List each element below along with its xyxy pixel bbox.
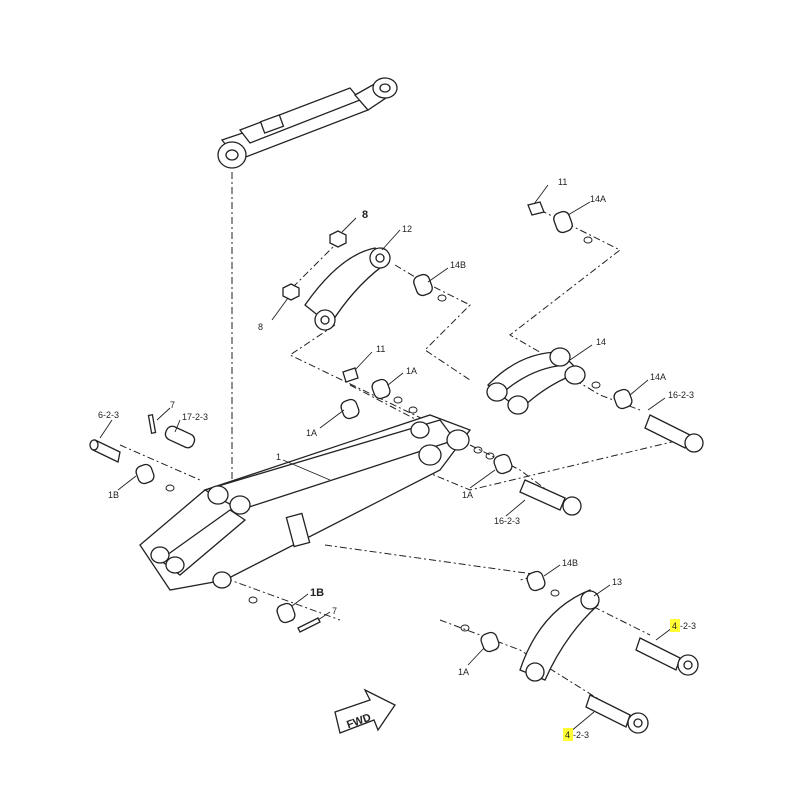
label-8-top: 8 <box>362 209 368 221</box>
label-16-2-3-center: 16-2-3 <box>494 516 520 526</box>
callout-labels: 8 12 14B 8 11 14A 11 1A 1A 1 14 14A 16-2… <box>98 177 696 741</box>
label-7-bottom: 7 <box>332 606 337 616</box>
plate-13 <box>519 589 600 682</box>
label-1b-bottom: 1B <box>310 587 324 599</box>
callout-lower-suffix: -2-3 <box>573 730 589 740</box>
label-14a-top: 14A <box>590 194 606 204</box>
label-11-top: 11 <box>558 177 567 187</box>
callout-upper-suffix: -2-3 <box>680 621 696 631</box>
label-14: 14 <box>596 337 606 347</box>
label-16-2-3-right: 16-2-3 <box>668 390 694 400</box>
label-1: 1 <box>276 452 281 462</box>
hydraulic-cylinder <box>217 77 398 169</box>
bushings <box>135 201 633 653</box>
label-7-top: 7 <box>170 400 175 410</box>
label-1b-left: 1B <box>108 490 119 500</box>
link-14 <box>486 347 586 415</box>
label-8-left: 8 <box>258 322 263 332</box>
label-6-2-3: 6-2-3 <box>98 410 119 420</box>
callout-upper-num: 4 <box>672 621 677 631</box>
highlight-upper <box>670 619 680 632</box>
main-frame-1 <box>139 414 472 591</box>
label-1a-center: 1A <box>462 490 473 500</box>
leader-lines <box>99 184 673 733</box>
label-12: 12 <box>402 224 412 234</box>
label-1a-left: 1A <box>306 428 317 438</box>
label-14b-top: 14B <box>450 260 466 270</box>
pins <box>89 414 704 734</box>
label-14a-right: 14A <box>650 372 666 382</box>
label-17-2-3: 17-2-3 <box>182 412 208 422</box>
label-1a-mid: 1A <box>406 366 417 376</box>
label-1a-bottom: 1A <box>458 667 469 677</box>
label-14b-bottom: 14B <box>562 558 578 568</box>
link-12 <box>304 247 391 331</box>
fwd-arrow: FWD <box>334 688 396 734</box>
label-13: 13 <box>612 577 622 587</box>
nuts-8 <box>282 230 347 301</box>
label-11-mid: 11 <box>376 344 385 354</box>
callout-lower-num: 4 <box>565 730 570 740</box>
highlight-lower <box>563 728 573 741</box>
